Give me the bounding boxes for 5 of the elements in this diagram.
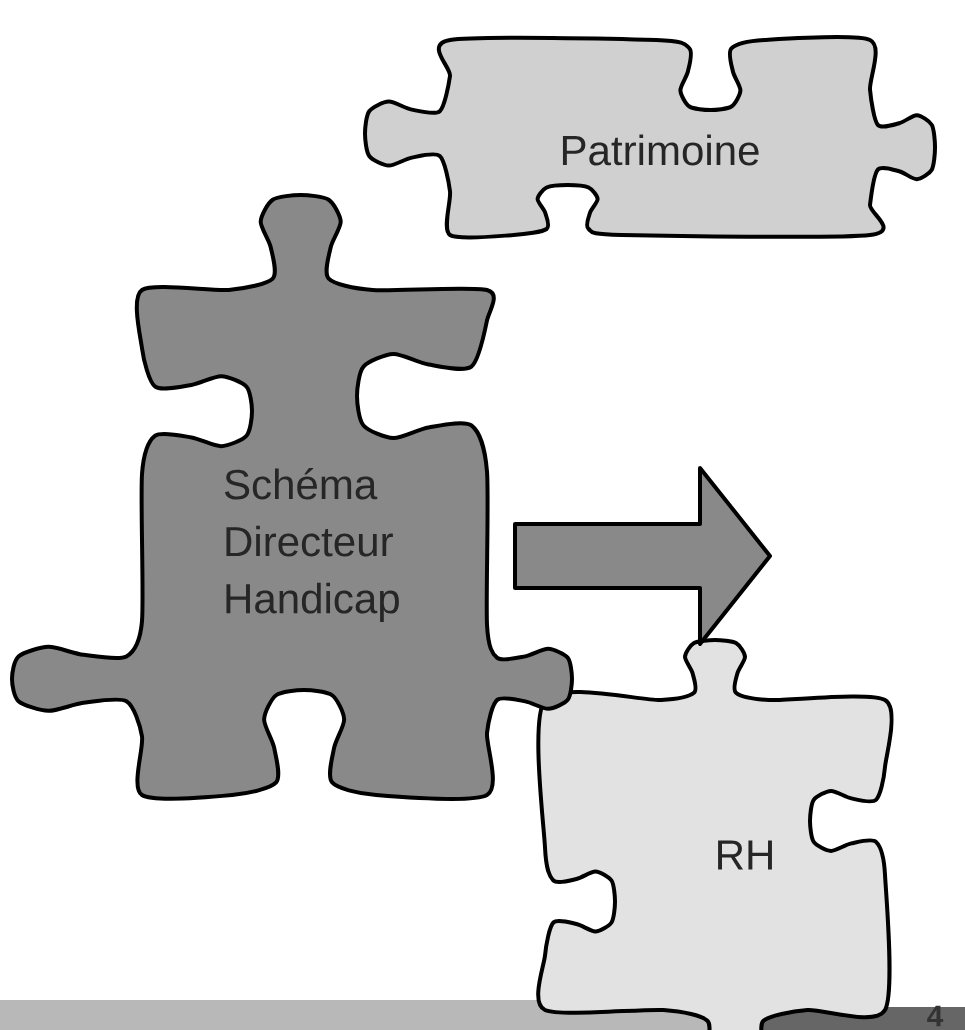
puzzle-piece: Schéma Directeur Handicap [10,193,574,801]
page-number: 4 [927,1005,944,1027]
puzzle-piece: Patrimoine [363,35,937,240]
block-arrow [513,466,772,646]
puzzle-piece: RH [536,638,894,1030]
